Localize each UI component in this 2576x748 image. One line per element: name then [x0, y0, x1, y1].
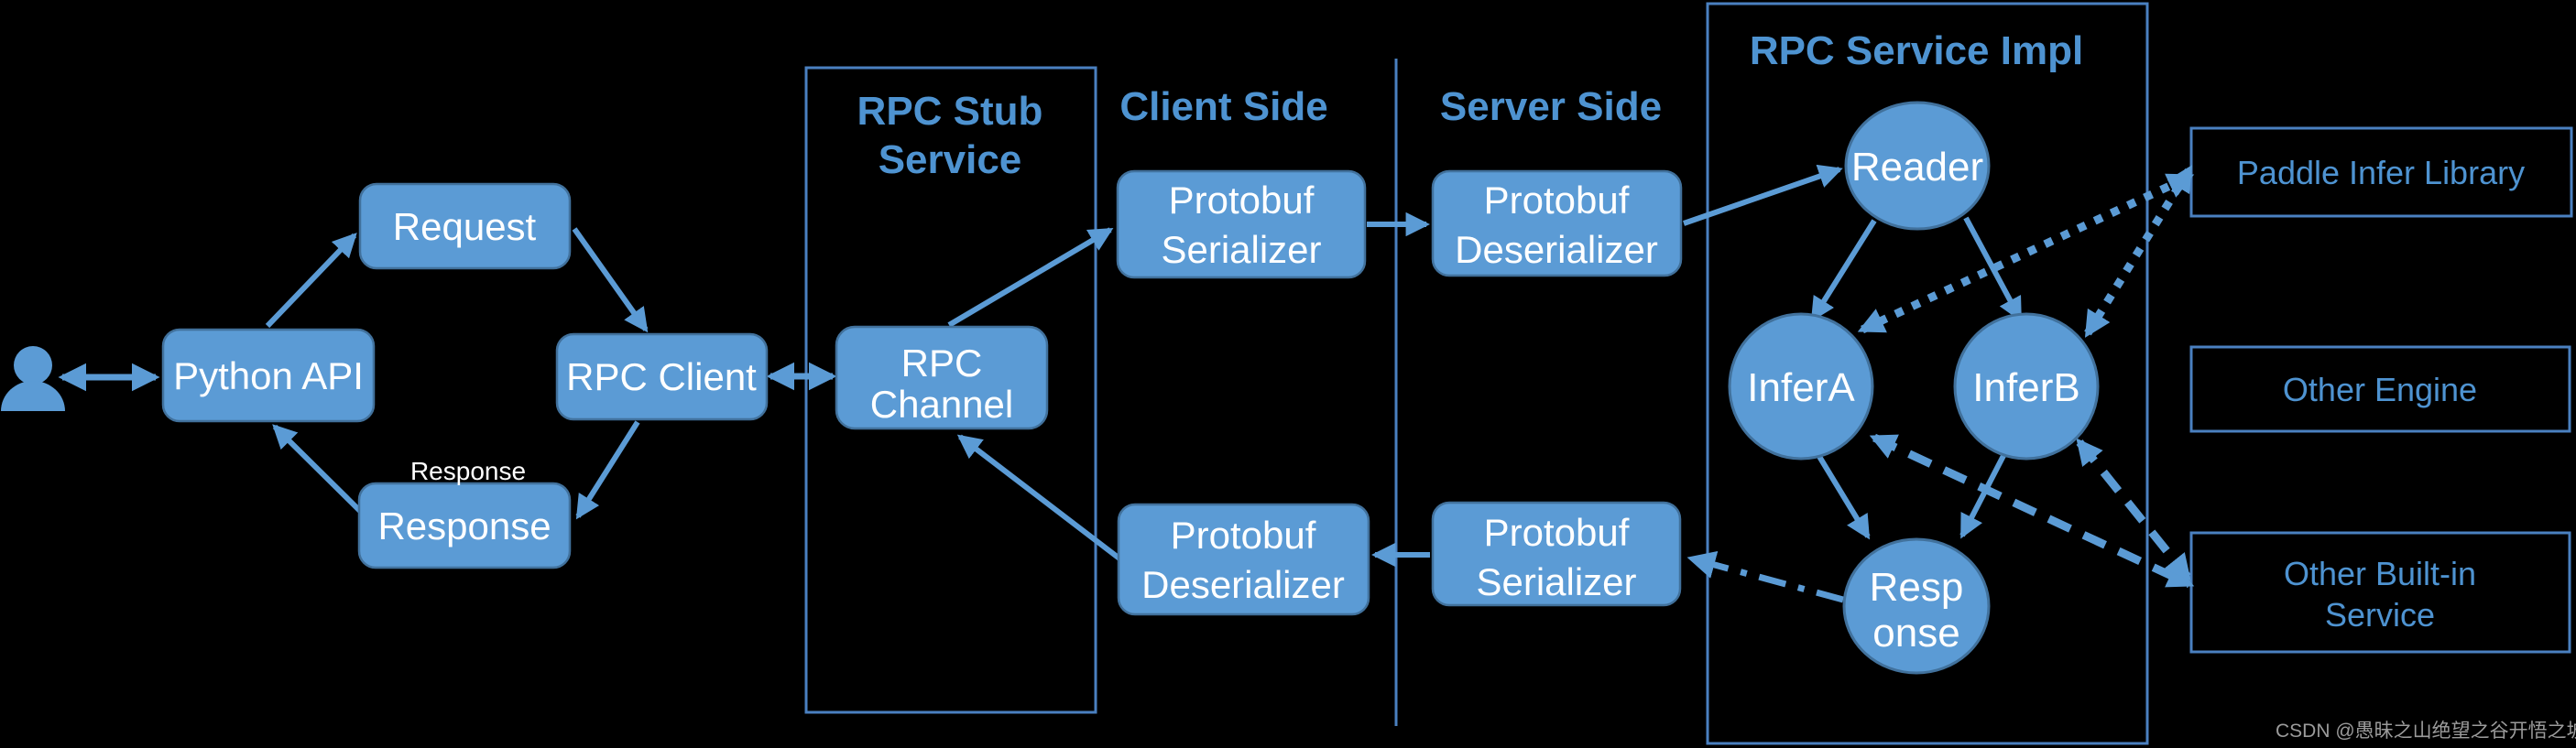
- response-impl-label-line2: onse: [1872, 611, 1959, 656]
- reader-node: Reader: [1844, 101, 1991, 231]
- server-side-heading: Server Side: [1440, 84, 1662, 129]
- edge-reader-to-infer-b: [1963, 216, 2023, 322]
- client-deserializer-label-line1: Protobuf: [1171, 514, 1316, 557]
- other-builtin-service-box: [2189, 531, 2571, 654]
- rpc-stub-title-line1: RPC Stub: [857, 89, 1043, 134]
- client-serializer-label-line2: Serializer: [1161, 228, 1321, 271]
- edge-client-deserializer-to-rpc-channel: [956, 434, 1121, 561]
- request-node: Request: [358, 182, 572, 270]
- rpc-service-impl-container: [1706, 2, 2149, 745]
- server-protobuf-deserializer-node: Protobuf Deserializer: [1431, 169, 1683, 277]
- user-icon: [1, 346, 65, 411]
- rpc-channel-node: RPC Channel: [835, 325, 1049, 430]
- edge-rpc-client-to-response: [575, 420, 640, 520]
- rpc-service-impl-title: RPC Service Impl: [1750, 28, 2083, 73]
- response-edge-label: Response: [410, 457, 526, 485]
- infer-b-label: InferB: [1972, 365, 2079, 410]
- rpc-channel-label-line2: Channel: [870, 383, 1013, 426]
- edge-response-to-server-serializer: [1686, 550, 1844, 603]
- edge-request-to-rpc-client: [572, 227, 649, 333]
- edge-server-deserializer-to-reader: [1683, 164, 1843, 226]
- request-label: Request: [393, 205, 537, 248]
- response-box-label: Response: [377, 504, 551, 547]
- client-protobuf-serializer-node: Protobuf Serializer: [1116, 169, 1367, 279]
- infer-a-node: InferA: [1728, 312, 1874, 461]
- python-api-label: Python API: [173, 354, 364, 397]
- client-serializer-label-line1: Protobuf: [1169, 179, 1315, 222]
- server-deserializer-label-line1: Protobuf: [1484, 179, 1630, 222]
- python-api-node: Python API: [161, 328, 376, 423]
- edge-reader-to-infer-a: [1810, 219, 1877, 322]
- other-builtin-label-line1: Other Built-in: [2284, 555, 2476, 592]
- paddle-infer-library-box: [2189, 126, 2573, 218]
- server-protobuf-serializer-node: Protobuf Serializer: [1431, 501, 1682, 607]
- response-impl-label-line1: Resp: [1870, 565, 1964, 610]
- response-node: Response: [357, 482, 572, 569]
- server-deserializer-label-line2: Deserializer: [1455, 228, 1658, 271]
- edge-python-api-to-request: [265, 233, 357, 329]
- rpc-client-label: RPC Client: [566, 355, 757, 398]
- csdn-watermark: CSDN @愚昧之山绝望之谷开悟之坡: [2276, 721, 2576, 742]
- edge-infer-a-to-response: [1813, 449, 1871, 540]
- client-side-heading: Client Side: [1119, 84, 1327, 129]
- edge-rpc-channel-to-client-serializer: [947, 227, 1114, 328]
- rpc-client-node: RPC Client: [555, 332, 769, 421]
- rpc-channel-label-line1: RPC: [901, 341, 983, 385]
- response-impl-node: Resp onse: [1842, 537, 1991, 675]
- edge-other-builtin-to-infer-b: [2076, 438, 2191, 581]
- infer-b-node: InferB: [1953, 312, 2100, 461]
- other-engine-box: [2189, 345, 2571, 433]
- edge-infer-b-to-response: [1959, 447, 2010, 539]
- server-serializer-label-line1: Protobuf: [1484, 511, 1630, 554]
- server-serializer-label-line2: Serializer: [1476, 560, 1636, 603]
- client-protobuf-deserializer-node: Protobuf Deserializer: [1117, 503, 1370, 616]
- other-builtin-label-line2: Service: [2325, 596, 2435, 634]
- other-engine-label: Other Engine: [2283, 371, 2477, 408]
- edge-paddle-library-to-infer-b: [2084, 165, 2193, 338]
- rpc-stub-title-line2: Service: [879, 137, 1022, 182]
- reader-label: Reader: [1851, 145, 1983, 190]
- edge-response-to-python-api: [272, 424, 366, 517]
- paddle-infer-library-label: Paddle Infer Library: [2237, 154, 2525, 191]
- infer-a-label: InferA: [1747, 365, 1855, 410]
- client-deserializer-label-line2: Deserializer: [1141, 563, 1345, 606]
